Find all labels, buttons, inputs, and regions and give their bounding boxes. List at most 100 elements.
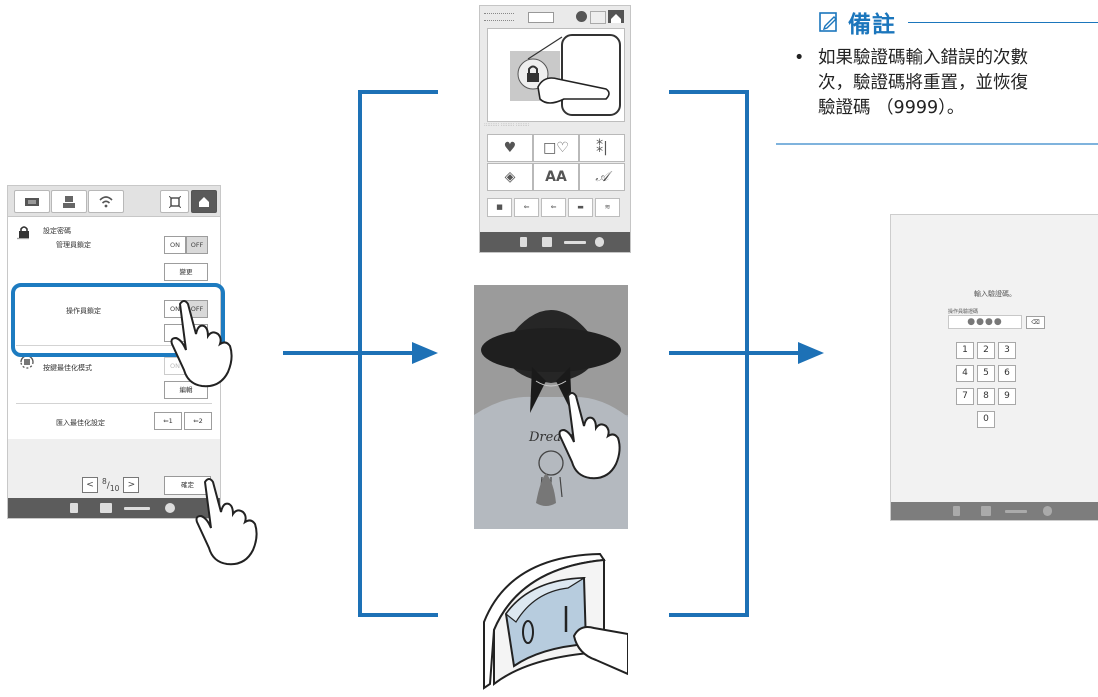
key-9[interactable]: 9	[998, 388, 1016, 405]
frame-heart-button[interactable]: □♡	[533, 134, 579, 162]
key-8[interactable]: 8	[977, 388, 995, 405]
ok-button[interactable]: 確定	[164, 476, 211, 495]
font-button[interactable]: AA	[533, 163, 579, 191]
pager: < 8/10 >	[82, 477, 140, 493]
prev-page-button[interactable]: <	[82, 477, 98, 493]
change-button[interactable]: 變更	[164, 263, 208, 281]
status-bar	[891, 502, 1098, 520]
wifi-tab-icon[interactable]	[88, 190, 124, 213]
stitch-info: ::::::::: :::::::: ::::::::	[484, 122, 530, 128]
note-bullet: •	[794, 48, 805, 68]
frame-status-icon	[981, 506, 991, 516]
admin-lock-label: 管理員鎖定	[56, 241, 91, 249]
pin-entry-screen: 輸入驗證碼。 操作員驗證碼 ●●●● ⌫ 1 2 3 4 5 6 7 8 9 0	[890, 214, 1098, 521]
frame-icon[interactable]	[590, 11, 606, 24]
usb-button-1[interactable]: ⇐1	[154, 412, 182, 430]
pc-button[interactable]: ▬	[568, 198, 593, 217]
home-screen: ::::::::: :::::::: :::::::: ♥ □♡ ⁑| ◈ AA…	[479, 5, 631, 253]
memo-pencil-icon	[819, 12, 837, 32]
svg-text:******: ******	[17, 237, 29, 241]
note-line-2: 次，驗證碼將重置，並恢復	[818, 73, 1028, 93]
bracket-right-bottom	[669, 613, 749, 617]
admin-on-option[interactable]: ON	[164, 236, 186, 254]
pin-subtitle: 操作員驗證碼	[948, 309, 979, 315]
thread-icon	[124, 507, 150, 510]
document-icon	[520, 237, 527, 247]
key-2[interactable]: 2	[977, 342, 995, 359]
bracket-left-top	[358, 90, 438, 94]
tap-hand-icon	[558, 392, 621, 480]
document-icon	[953, 506, 960, 516]
flow-line	[669, 351, 799, 355]
backspace-icon[interactable]: ⌫	[1026, 316, 1045, 329]
usb-button-2[interactable]: ⇐2	[184, 412, 212, 430]
info-icon	[484, 13, 514, 21]
clock-icon	[165, 503, 175, 513]
page-indicator: 8/10	[102, 477, 120, 493]
key-0[interactable]: 0	[977, 411, 995, 428]
machine-tab-icon[interactable]	[14, 190, 50, 213]
settings-panel: ****** 設定密碼 管理員鎖定 ON OFF 變更 操作員鎖定 ON OFF…	[8, 217, 220, 439]
status-bar	[480, 232, 630, 252]
settings-tabbar	[8, 186, 220, 217]
usb-button-1[interactable]: ⇐	[514, 198, 539, 217]
key-3[interactable]: 3	[998, 342, 1016, 359]
admin-lock-toggle[interactable]: ON OFF	[164, 236, 208, 254]
home-tab-icon[interactable]	[191, 190, 217, 213]
arrow-right-icon	[798, 342, 824, 364]
operator-highlight-box	[11, 283, 225, 357]
home-icon[interactable]	[608, 10, 624, 23]
embroidery-tab-icon[interactable]	[51, 190, 87, 213]
arrow-right-icon	[412, 342, 438, 364]
usb-button-2[interactable]: ⇐	[541, 198, 566, 217]
operator-lock-label: 操作員鎖定	[66, 307, 101, 315]
divider	[16, 403, 212, 404]
clock-icon	[1043, 506, 1052, 516]
stitch-button[interactable]: ⁑|	[579, 134, 625, 162]
lock-icon: ******	[17, 226, 29, 241]
tap-hand-icon	[170, 300, 233, 388]
lock-status-icon[interactable]	[576, 11, 587, 22]
note-header: 備註	[818, 4, 896, 40]
key-6[interactable]: 6	[998, 365, 1016, 382]
frame-tab-icon[interactable]	[160, 190, 189, 213]
diamond-button[interactable]: ◈	[487, 163, 533, 191]
wireless-button[interactable]: ≋	[595, 198, 620, 217]
key-7[interactable]: 7	[956, 388, 974, 405]
section-title: 設定密碼	[43, 227, 71, 235]
jacket-photo: Dream	[474, 285, 628, 529]
admin-off-option[interactable]: OFF	[186, 236, 208, 254]
document-icon	[70, 503, 78, 513]
import-optimize-label: 匯入最佳化設定	[56, 419, 105, 427]
settings-screen: ****** 設定密碼 管理員鎖定 ON OFF 變更 操作員鎖定 ON OFF…	[7, 185, 221, 519]
key-5[interactable]: 5	[977, 365, 995, 382]
note-line-1: 如果驗證碼輸入錯誤的次數	[818, 48, 1028, 68]
thread-icon	[564, 241, 586, 244]
key-4[interactable]: 4	[956, 365, 974, 382]
pin-display: ●●●●	[948, 315, 1022, 329]
embroidery-unit-button[interactable]: ■	[487, 198, 512, 217]
heart-pattern-button[interactable]: ♥	[487, 134, 533, 162]
note-line-3: 驗證碼 （9999）。	[818, 98, 965, 118]
power-switch-icon	[483, 552, 628, 690]
note-divider-bottom	[776, 143, 1098, 145]
clock-icon	[595, 237, 604, 247]
thread-icon	[1005, 510, 1027, 513]
tap-hand-icon	[195, 478, 258, 566]
pattern-preview	[487, 28, 625, 122]
flow-line	[283, 351, 413, 355]
next-page-button[interactable]: >	[123, 477, 140, 493]
status-bar	[8, 498, 220, 518]
bracket-left	[358, 90, 362, 617]
note-divider-top	[908, 22, 1098, 23]
pin-title: 輸入驗證碼。	[974, 290, 1016, 298]
divider	[16, 345, 212, 346]
frame-status-icon	[542, 237, 552, 247]
hoop-icon[interactable]	[528, 12, 554, 23]
key-1[interactable]: 1	[956, 342, 974, 359]
bracket-right-top	[669, 90, 749, 94]
frame-status-icon	[100, 503, 112, 513]
script-font-button[interactable]: 𝒜	[579, 163, 625, 191]
note-title: 備註	[848, 12, 896, 38]
bracket-left-bottom	[358, 613, 438, 617]
